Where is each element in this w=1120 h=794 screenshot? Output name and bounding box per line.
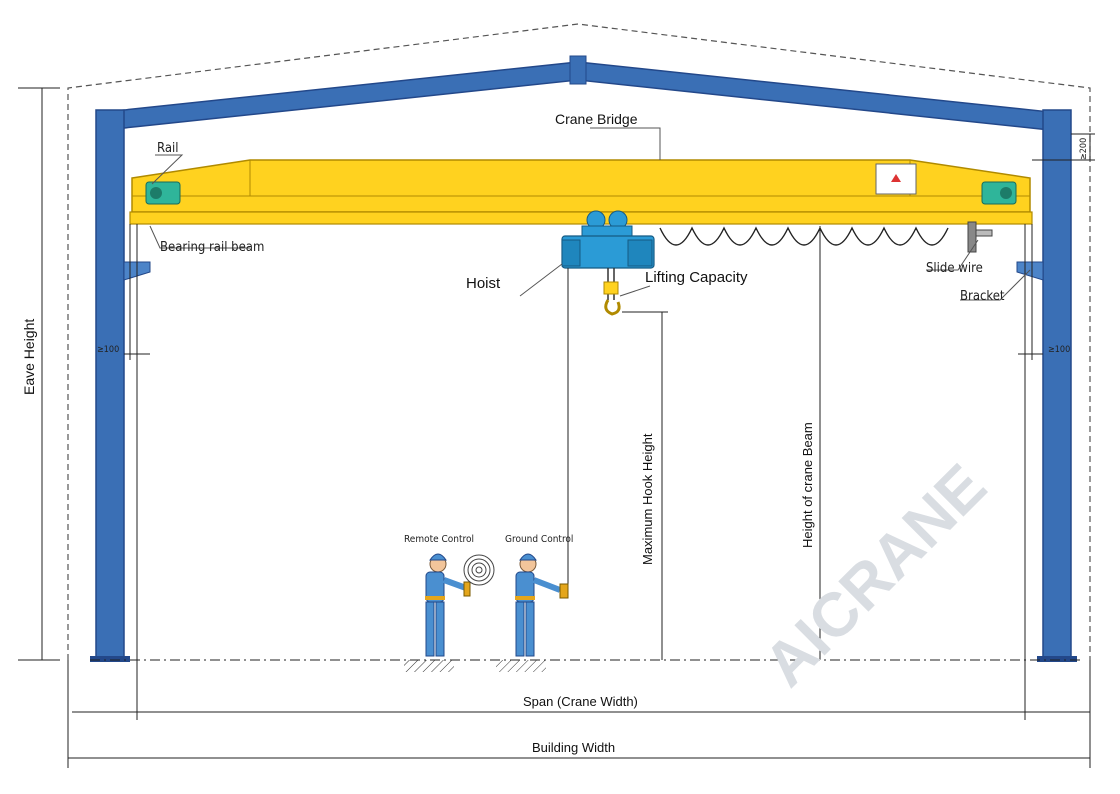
label-crane-bridge: Crane Bridge <box>555 111 638 127</box>
hoist <box>561 210 655 316</box>
label-height-of-crane-beam: Height of crane Beam <box>800 422 815 548</box>
label-clearance-left: ≥100 <box>97 345 119 355</box>
label-lifting-capacity: Lifting Capacity <box>645 269 748 286</box>
crane-bridge <box>129 159 1033 225</box>
label-clearance-right: ≥100 <box>1048 345 1070 355</box>
label-hoist: Hoist <box>466 275 501 292</box>
slide-wire-festoon <box>659 226 949 246</box>
worker-ground <box>515 553 569 657</box>
label-eave-height: Eave Height <box>21 319 37 395</box>
leader-lines <box>149 127 1031 301</box>
dimension-lines <box>18 87 1095 768</box>
label-clearance-top: ≥200 <box>1079 138 1089 160</box>
remote-signal-icon <box>463 554 495 586</box>
label-bearing-rail-beam: Bearing rail beam <box>160 240 264 255</box>
label-building-width: Building Width <box>532 740 615 755</box>
floor <box>90 659 1080 672</box>
left-end-motor <box>145 181 181 205</box>
worker-remote <box>425 553 495 657</box>
right-column <box>1016 109 1077 662</box>
label-remote-control: Remote Control <box>404 534 474 545</box>
slide-wire-device <box>967 221 993 253</box>
label-slide-wire: Slide wire <box>926 261 983 276</box>
label-ground-control: Ground Control <box>505 534 573 545</box>
watermark-logo: AICRANE <box>751 451 1000 700</box>
label-rail: Rail <box>157 141 179 156</box>
label-maximum-hook-height: Maximum Hook Height <box>640 433 655 565</box>
right-end-motor <box>981 181 1017 205</box>
building-outline <box>67 23 1091 660</box>
label-span: Span (Crane Width) <box>523 694 638 709</box>
label-bracket: Bracket <box>960 289 1005 304</box>
